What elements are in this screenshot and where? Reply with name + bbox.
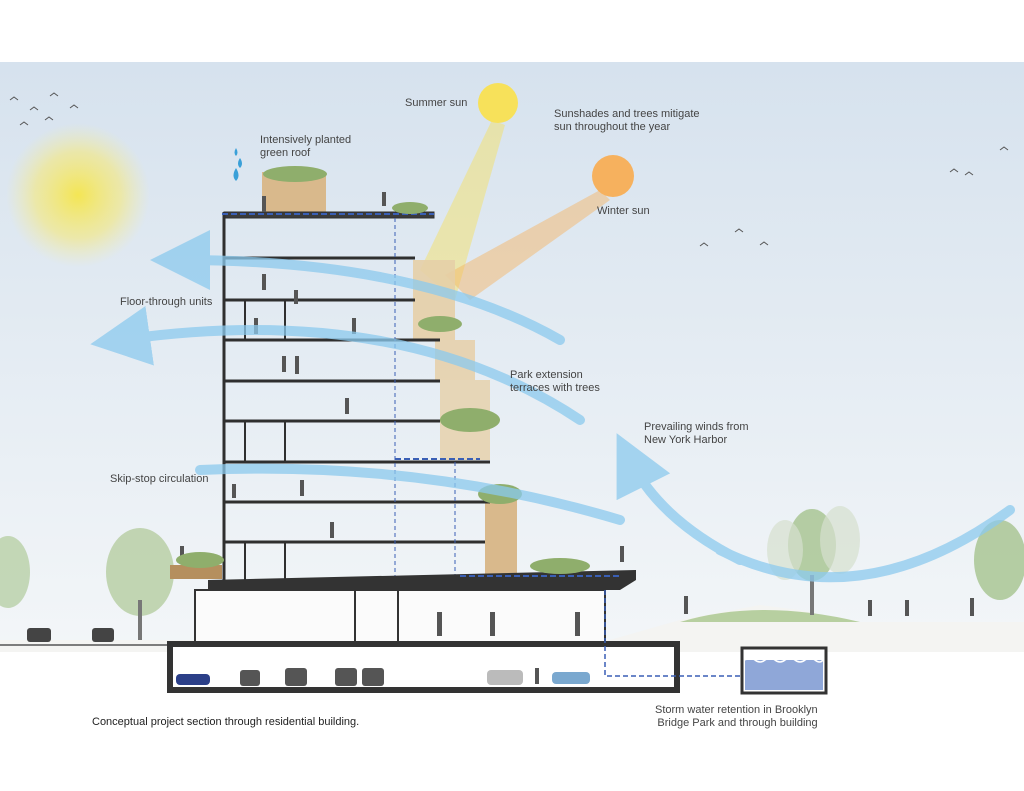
figure-caption: Conceptual project section through resid… xyxy=(92,716,360,728)
building-section xyxy=(222,211,490,582)
park-berm xyxy=(680,610,860,622)
park-extension-label: Park extension terraces with trees xyxy=(510,369,600,394)
storm-pipe xyxy=(604,590,744,677)
winter-sun-label: Winter sun xyxy=(597,205,650,217)
green-roof-label: Intensively planted green roof xyxy=(260,134,352,159)
water-wave-icon xyxy=(744,657,824,663)
people-silhouettes xyxy=(180,192,974,684)
garage-car-icon xyxy=(176,668,590,686)
storm-water-label: Storm water retention in Brooklyn Bridge… xyxy=(655,704,818,729)
winter-sun-ray xyxy=(445,190,610,300)
water-drop-icon xyxy=(233,148,242,181)
summer-sun-icon xyxy=(478,83,518,123)
winter-sun-icon xyxy=(592,155,634,197)
summer-sun-ray xyxy=(420,120,505,300)
ground-floor xyxy=(194,589,606,643)
prevailing-winds-label: Prevailing winds from New York Harbor xyxy=(644,421,749,446)
storm-water-fill xyxy=(745,660,823,690)
birds-icon xyxy=(9,92,1009,247)
green-roof-plants xyxy=(176,166,590,574)
floor-through-label: Floor-through units xyxy=(120,296,213,308)
skip-stop-label: Skip-stop circulation xyxy=(110,473,209,485)
tree-icon xyxy=(0,506,1024,640)
glowing-sun-icon xyxy=(6,123,150,267)
sunshades-label: Sunshades and trees mitigate sun through… xyxy=(554,108,700,133)
car-icon xyxy=(27,628,114,642)
wind-arrows xyxy=(90,230,1015,583)
summer-sun-label: Summer sun xyxy=(405,97,468,109)
